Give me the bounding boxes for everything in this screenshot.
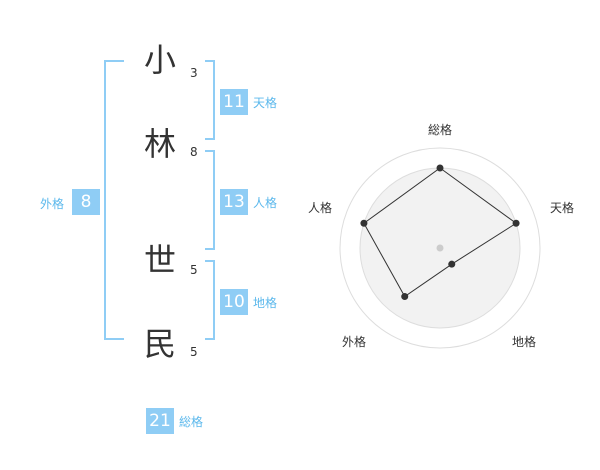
radar-center-dot xyxy=(436,244,444,252)
gaikaku-label: 外格 xyxy=(40,197,65,211)
radar-label-chikaku: 地格 xyxy=(512,335,537,349)
radar-label-jinkaku: 人格 xyxy=(308,201,333,215)
radar-points xyxy=(360,164,520,301)
gaikaku-bracket-vertical xyxy=(104,60,106,340)
name-char-1: 小 xyxy=(144,41,177,79)
stroke-count-2: 8 xyxy=(190,145,198,159)
tenkaku-bracket-top xyxy=(205,60,215,62)
radar-label-soukaku: 総格 xyxy=(428,123,453,137)
stroke-count-1: 3 xyxy=(190,66,198,80)
name-char-4: 民 xyxy=(144,325,177,363)
jinkaku-bracket-top xyxy=(205,150,215,152)
tenkaku-value: 11 xyxy=(220,89,248,115)
stroke-count-4: 5 xyxy=(190,345,198,359)
tenkaku-bracket-vertical xyxy=(213,60,215,140)
stroke-count-3: 5 xyxy=(190,263,198,277)
jinkaku-label: 人格 xyxy=(253,196,278,210)
radar-point-4 xyxy=(401,293,409,301)
soukaku-value: 21 xyxy=(146,408,174,434)
radar-polygon xyxy=(363,167,517,298)
chikaku-bracket-top xyxy=(205,260,215,262)
name-char-3: 世 xyxy=(144,241,177,279)
jinkaku-bracket-bottom xyxy=(205,248,215,250)
radar-chart xyxy=(339,147,541,349)
gaikaku-bracket-bottom xyxy=(104,338,124,340)
radar-label-gaikaku: 外格 xyxy=(342,335,367,349)
jinkaku-value: 13 xyxy=(220,189,248,215)
jinkaku-bracket-vertical xyxy=(213,150,215,250)
radar-point-2 xyxy=(512,219,520,227)
radar-point-5 xyxy=(360,219,368,227)
radar-point-1 xyxy=(436,164,444,172)
chikaku-bracket-vertical xyxy=(213,260,215,340)
chikaku-bracket-bottom xyxy=(205,338,215,340)
soukaku-label: 総格 xyxy=(179,415,204,429)
name-char-2: 林 xyxy=(144,125,177,163)
gaikaku-bracket-top xyxy=(104,60,124,62)
tenkaku-label: 天格 xyxy=(253,96,278,110)
gaikaku-value: 8 xyxy=(72,189,100,215)
tenkaku-bracket-bottom xyxy=(205,138,215,140)
chikaku-value: 10 xyxy=(220,289,248,315)
chikaku-label: 地格 xyxy=(253,296,278,310)
radar-label-tenkaku: 天格 xyxy=(550,201,575,215)
radar-point-3 xyxy=(448,260,456,268)
radar-ring xyxy=(339,147,541,349)
